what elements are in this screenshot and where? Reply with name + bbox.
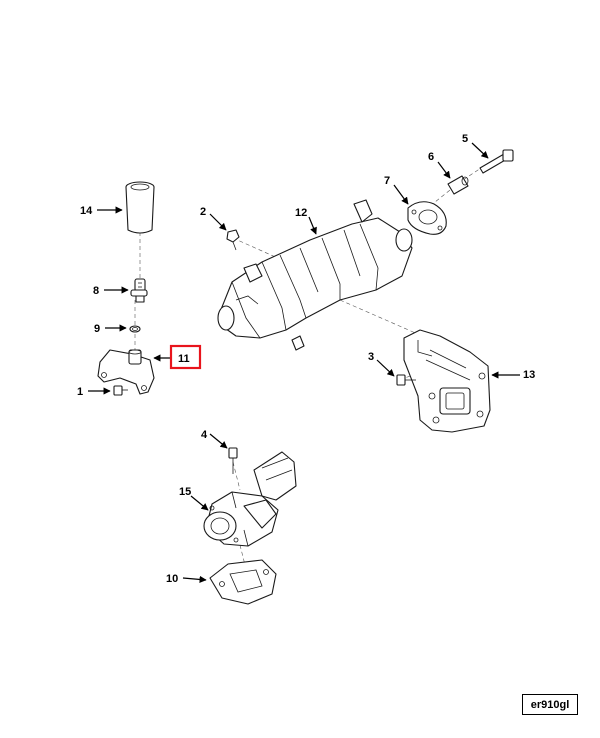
part-7-gasket[interactable] — [407, 201, 447, 235]
part-6-spacer[interactable] — [447, 175, 469, 195]
callout-4[interactable]: 4 — [201, 429, 208, 441]
part-1-bolt[interactable] — [113, 385, 128, 396]
part-14-hose[interactable] — [125, 181, 155, 234]
part-12-egr-cooler[interactable] — [217, 199, 413, 351]
callout-15[interactable]: 15 — [179, 486, 191, 498]
part-15-egr-valve[interactable] — [203, 451, 297, 547]
part-9-o-ring[interactable] — [129, 325, 141, 333]
callout-12[interactable]: 12 — [295, 207, 307, 219]
callout-5[interactable]: 5 — [462, 133, 468, 145]
callout-3[interactable]: 3 — [368, 351, 374, 363]
callout-1[interactable]: 1 — [77, 386, 83, 398]
highlight-box — [169, 344, 202, 370]
part-3-bolt[interactable] — [396, 374, 416, 386]
part-13-bracket[interactable] — [403, 329, 491, 433]
callout-9[interactable]: 9 — [94, 323, 100, 335]
callout-10[interactable]: 10 — [166, 573, 178, 585]
part-2-bolt[interactable] — [226, 229, 240, 251]
leader-arrows — [88, 142, 520, 584]
part-8-sensor[interactable] — [130, 278, 148, 303]
part-11-bracket[interactable] — [97, 349, 155, 395]
callout-13[interactable]: 13 — [523, 369, 535, 381]
callout-11[interactable]: 11 — [178, 353, 190, 365]
part-4-bolt[interactable] — [228, 447, 238, 474]
callout-8[interactable]: 8 — [93, 285, 99, 297]
callout-6[interactable]: 6 — [428, 151, 434, 163]
callout-7[interactable]: 7 — [384, 175, 390, 187]
callout-14[interactable]: 14 — [80, 205, 93, 217]
part-5-bolt[interactable] — [479, 149, 514, 174]
part-10-gasket[interactable] — [209, 559, 277, 605]
diagram-reference-code: er910gl — [522, 694, 578, 715]
callout-2[interactable]: 2 — [200, 206, 206, 218]
